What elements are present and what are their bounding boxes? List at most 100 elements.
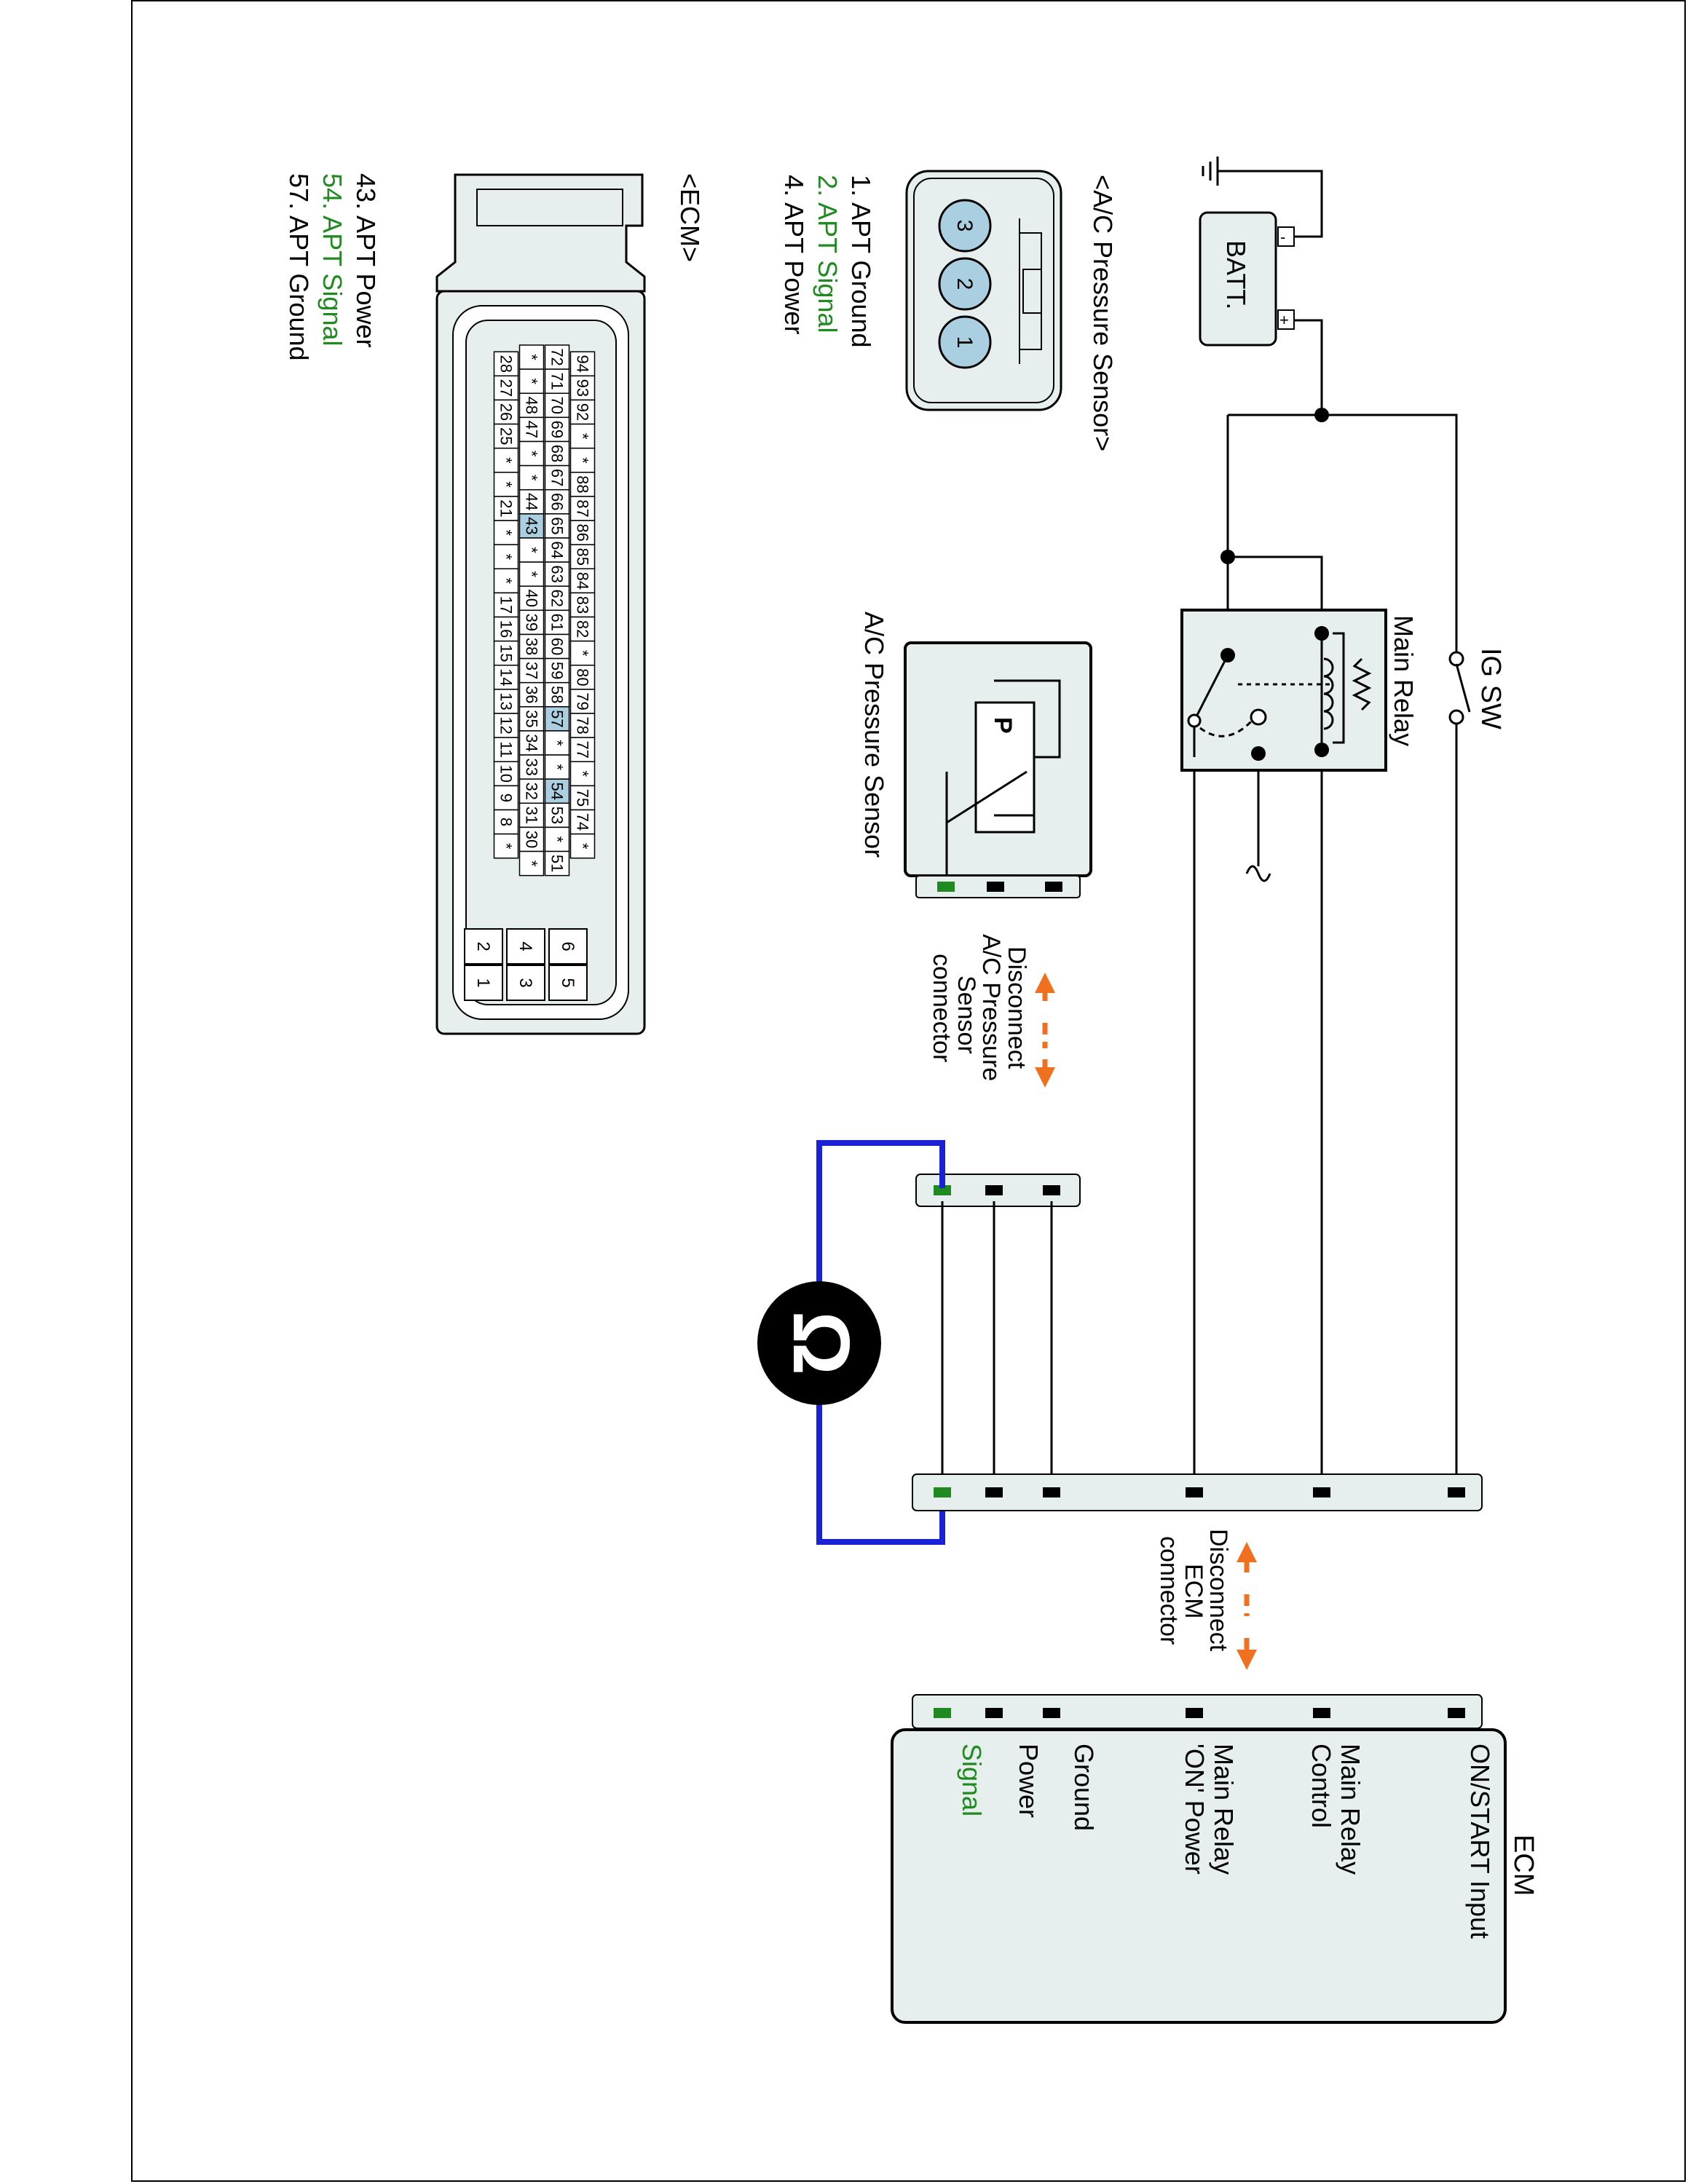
ecm-pin-number: * xyxy=(497,529,516,536)
ecm-pin-label-5-0: Signal xyxy=(957,1744,987,1816)
disconnect-sensor-label: Disconnect A/C Pressure Sensor connector xyxy=(928,934,1030,1081)
ecm-pin-number: * xyxy=(574,650,592,657)
page-frame xyxy=(131,0,1686,2182)
disconnect-sensor-line-1: Disconnect xyxy=(1003,946,1030,1069)
ecm-pin-cell xyxy=(493,399,519,425)
ecm-pin-cell xyxy=(544,657,570,684)
ohmmeter: Ω xyxy=(757,1140,945,1545)
sensor-legend-item-2: 4. APT Power xyxy=(779,175,809,334)
ecm-small-pin-number: 5 xyxy=(558,978,577,987)
ecm-pin-cell xyxy=(569,616,596,642)
ecm-pin-number: 27 xyxy=(497,379,516,397)
ecm-pin-label-0-0: ON/START Input xyxy=(1465,1744,1495,1939)
ecm-pin-number: 47 xyxy=(523,421,541,438)
sensor-connector-pins: 3 2 1 xyxy=(938,199,992,369)
ecm-pin-number: 88 xyxy=(574,475,592,493)
ecm-pin-number: 14 xyxy=(497,668,516,686)
sensor-pin-2: 2 xyxy=(953,278,977,290)
ecm-pin-cell xyxy=(493,423,519,449)
ecm-pin-number: * xyxy=(523,571,541,577)
ecm-pin-number: 60 xyxy=(548,638,567,655)
ecm-pin-number: 67 xyxy=(548,469,567,486)
ecm-pin-cell xyxy=(518,706,545,732)
ecm-pin-cell xyxy=(544,440,570,467)
ecm-pin-number: 69 xyxy=(548,421,567,438)
ecm-pin-cell xyxy=(518,561,545,587)
ecm-pin-number: 13 xyxy=(497,692,516,710)
ecm-small-pin-cell xyxy=(464,965,503,1001)
ecm-pin-cell xyxy=(569,737,596,762)
ecm-pin-cell xyxy=(569,761,596,787)
ecm-pin-cell xyxy=(518,416,545,443)
ecm-harness-connector xyxy=(912,1473,1483,1511)
ecm-pin-number: 84 xyxy=(574,572,592,590)
ecm-pin-cell xyxy=(518,730,545,756)
ecm-pin-cell xyxy=(544,754,570,780)
ecm-pin-cell xyxy=(493,496,519,521)
ecm-pin-number: 71 xyxy=(548,372,567,389)
ecm-pin-label-2-0: Main Relay xyxy=(1209,1744,1239,1875)
ecm-pin-number: 58 xyxy=(548,686,567,703)
ecm-pin-grid: 949392**88878685848382*80797877*7574*727… xyxy=(493,344,596,877)
ecm-small-pin-number: 2 xyxy=(473,941,493,951)
ecm-pin-number: 77 xyxy=(574,740,592,758)
ecm-pin-cell xyxy=(518,609,545,636)
ecm-pin-number: 43 xyxy=(523,517,541,534)
ecm-pin-number: 9 xyxy=(497,794,516,802)
ecm-pin-cell xyxy=(569,592,596,618)
ecm-pin-number: 87 xyxy=(574,499,592,517)
ecm-pin-cell xyxy=(493,447,519,473)
ecm-pin-number: 59 xyxy=(548,662,567,679)
ecm-pin-number: 40 xyxy=(523,590,541,607)
ecm-pin-cell xyxy=(569,809,596,835)
ecm-pin-number: 33 xyxy=(523,758,541,775)
ecm-pin-cell xyxy=(518,513,545,539)
ecm-pin-number: 12 xyxy=(497,716,516,734)
ecm-pin-label-1-1: Control xyxy=(1306,1744,1336,1828)
ecm-pin-number: 11 xyxy=(497,741,516,758)
ecm-pin-number: * xyxy=(497,481,516,488)
ecm-pin-number: 63 xyxy=(548,565,567,582)
ecm-pin-number: * xyxy=(574,771,592,778)
disconnect-sensor-line-4: connector xyxy=(928,954,955,1062)
ecm-pin-number: 54 xyxy=(548,782,567,799)
ecm-pin-cell xyxy=(569,665,596,690)
ecm-pin-number: 83 xyxy=(574,596,592,614)
battery-neg-label: - xyxy=(1280,228,1285,246)
ecm-pin-number: 65 xyxy=(548,517,567,534)
junction-dots xyxy=(1220,408,1329,564)
ecm-pin-number: 32 xyxy=(523,782,541,799)
ecm-pin-number: 57 xyxy=(548,710,567,727)
ecm-pin-cell xyxy=(569,833,596,859)
ecm-small-pin-cell xyxy=(464,928,503,965)
ecm-pin-number: 72 xyxy=(548,348,567,365)
ecm-small-pin-number: 6 xyxy=(558,941,577,951)
ecm-pin-label-3-0: Ground xyxy=(1069,1744,1099,1831)
ecm-pin-cell xyxy=(544,344,570,370)
ecm-pin-cell xyxy=(518,392,545,419)
ecm-legend-item-0: 43. APT Power xyxy=(351,173,381,347)
ecm-pin-number: 79 xyxy=(574,692,592,710)
ecm-pin-number: 66 xyxy=(548,493,567,510)
ecm-pin-cell xyxy=(493,761,519,787)
ecm-pin-number: 68 xyxy=(548,445,567,462)
sensor-legend-item-0: 1. APT Ground xyxy=(846,175,876,347)
ecm-pin-number: 35 xyxy=(523,710,541,727)
ecm-pin-number: 48 xyxy=(523,397,541,414)
ground-symbol-icon xyxy=(1202,157,1323,238)
ecm-pin-cell xyxy=(569,689,596,714)
ecm-pin-cell xyxy=(518,368,545,394)
ecm-pin-cell xyxy=(569,472,596,497)
ig-switch: IG SW xyxy=(1448,648,1506,729)
ecm-pin-label-4-0: Power xyxy=(1014,1744,1044,1818)
ecm-legend-item-1: 54. APT Signal xyxy=(318,173,347,347)
ecm-pin-cell xyxy=(518,344,545,370)
ecm-pin-cell xyxy=(544,464,570,491)
ecm-pin-cell xyxy=(493,568,519,594)
ecm-pin-number: 82 xyxy=(574,620,592,638)
disconnect-sensor-line-2: A/C Pressure xyxy=(977,934,1005,1081)
ecm-pin-number: 34 xyxy=(523,734,541,751)
